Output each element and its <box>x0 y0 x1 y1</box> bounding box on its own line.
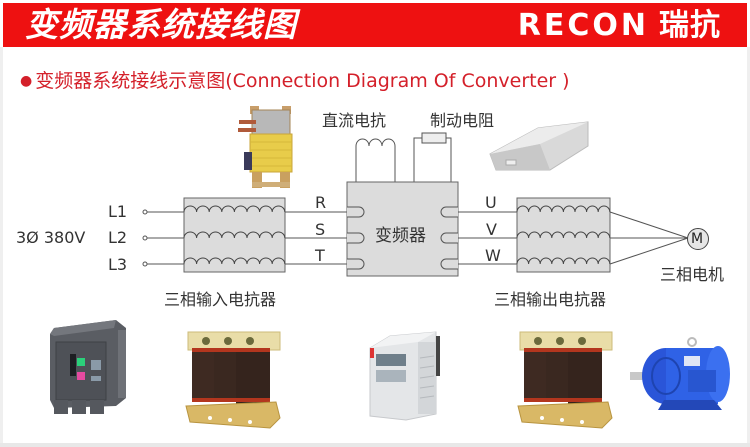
brand-latin: RECON <box>517 8 649 43</box>
input-reactor-photo <box>185 331 281 429</box>
motor-symbol-label: M <box>691 231 704 247</box>
motor-feed-lines <box>609 211 689 265</box>
terminal-l1 <box>142 209 148 215</box>
input-reactor-coils <box>183 205 286 265</box>
subtitle-text: 变频器系统接线示意图(Connection Diagram Of Convert… <box>35 70 570 92</box>
dc-reactor-label: 直流电抗 <box>322 111 387 130</box>
brake-resistor-label: 制动电阻 <box>430 111 495 130</box>
terminal-l3 <box>142 261 148 267</box>
diagram-subtitle: ●变频器系统接线示意图(Connection Diagram Of Conver… <box>20 68 570 94</box>
inverter-symbol <box>346 181 459 277</box>
line-label-l3: L3 <box>108 255 128 274</box>
header-banner: 变频器系统接线图 RECON 瑞抗 <box>3 3 747 47</box>
motor-photo <box>630 337 730 410</box>
output-reactor-photo <box>517 331 613 429</box>
output-reactor-symbol <box>516 197 611 273</box>
brake-resistor-symbol <box>413 132 452 182</box>
terminal-label-t: T <box>315 246 325 265</box>
output-reactor-label: 三相输出电抗器 <box>494 290 607 309</box>
inverter-label: 变频器 <box>375 226 426 246</box>
dc-reactor-symbol <box>355 138 396 182</box>
brand-cn: 瑞抗 <box>659 8 721 43</box>
supply-voltage-label: 3Ø 380V <box>16 228 86 247</box>
frame-right <box>747 47 750 447</box>
circuit-breaker-photo <box>50 320 126 414</box>
line-label-l1: L1 <box>108 202 128 221</box>
brand-logo: RECON 瑞抗 <box>518 8 721 44</box>
input-reactor-label: 三相输入电抗器 <box>164 290 277 309</box>
input-reactor-symbol <box>183 197 286 273</box>
inverter-photo <box>369 331 440 421</box>
bullet-icon: ● <box>20 73 33 89</box>
terminal-label-w: W <box>485 246 501 265</box>
terminal-label-s: S <box>315 220 326 239</box>
terminal-l2 <box>142 235 148 241</box>
brake-resistor-photo <box>489 121 589 171</box>
terminal-label-v: V <box>486 220 497 239</box>
terminal-label-u: U <box>485 193 497 212</box>
line-label-l2: L2 <box>108 228 128 247</box>
dc-reactor-photo <box>238 106 293 188</box>
motor-symbol <box>687 228 709 250</box>
terminal-label-r: R <box>315 193 327 212</box>
page-title: 变频器系统接线图 <box>25 5 297 44</box>
motor-label: 三相电机 <box>660 265 725 284</box>
frame-left <box>0 47 3 447</box>
output-reactor-coils <box>516 205 611 265</box>
input-lines <box>142 209 184 267</box>
frame-bottom <box>0 443 750 447</box>
